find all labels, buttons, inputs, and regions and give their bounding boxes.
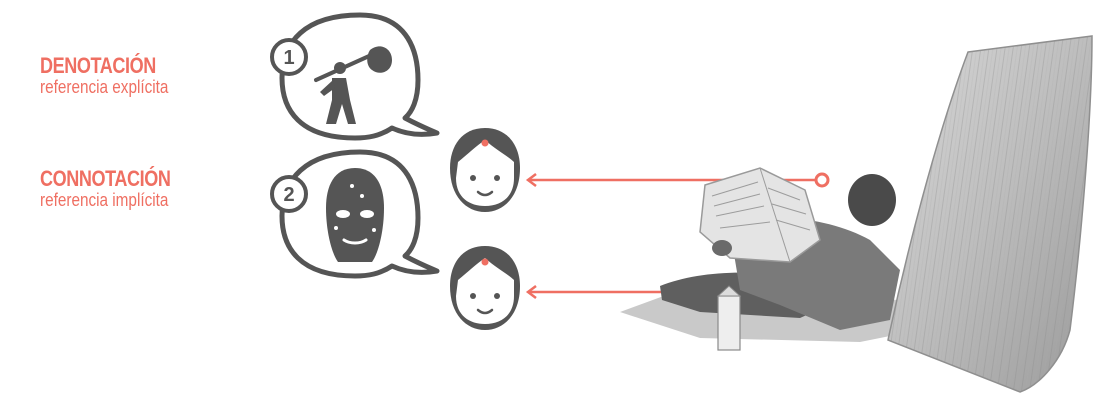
- photo-wooden-board: [888, 36, 1092, 392]
- viewer-face-icon-2: [450, 246, 520, 330]
- number-1-badge: 1: [272, 40, 306, 74]
- photo-man-reading-newspaper: [620, 168, 920, 350]
- balaclava-mask-icon: [326, 168, 384, 262]
- number-1: 1: [283, 47, 294, 69]
- denotation-bubble: [282, 15, 437, 138]
- viewer-face-icon-1: [450, 128, 520, 212]
- number-2-badge: 2: [272, 177, 306, 211]
- number-2: 2: [283, 184, 294, 206]
